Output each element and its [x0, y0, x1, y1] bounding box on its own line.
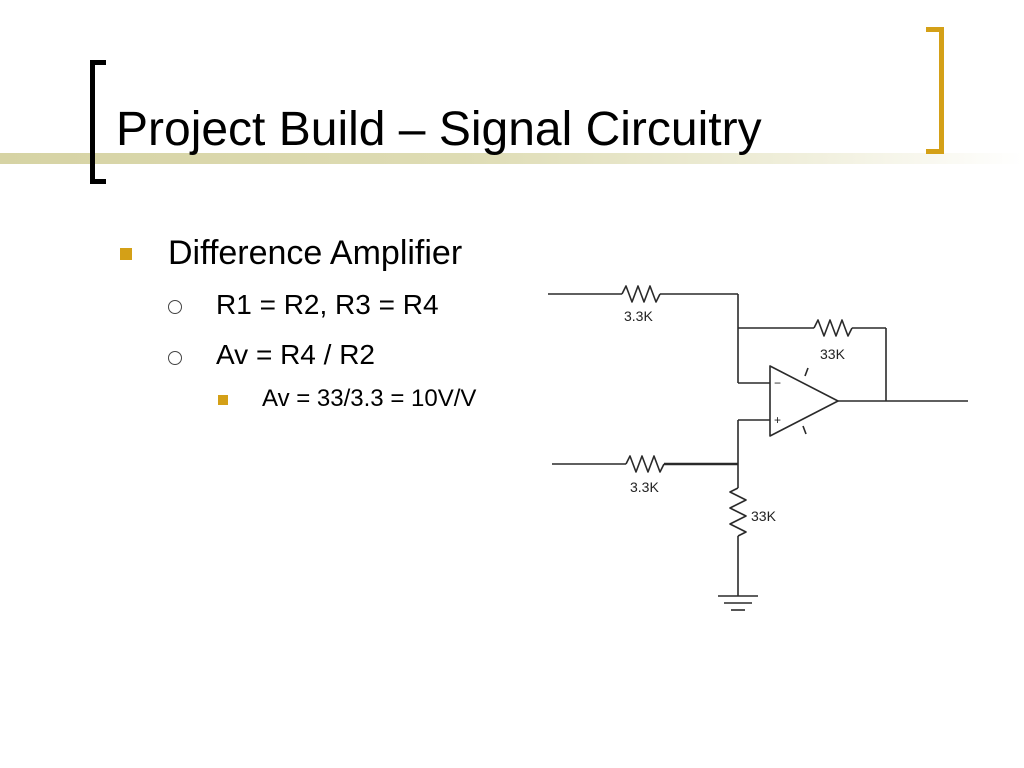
r4-feedback-resistor — [813, 319, 853, 337]
bullet-resistor-equality: R1 = R2, R3 = R4 — [216, 289, 439, 320]
plus-sign-label: + — [774, 413, 781, 427]
bullet-gain-value: Av = 33/3.3 = 10V/V — [262, 385, 477, 412]
r2-label: 3.3K — [630, 479, 659, 495]
r1-resistor — [621, 285, 661, 303]
slide-title: Project Build – Signal Circuitry — [116, 103, 762, 156]
left-bracket-decoration — [90, 60, 106, 184]
op-amp-supply-bottom — [802, 425, 807, 435]
r4-label: 33K — [820, 346, 846, 362]
r2-resistor — [625, 455, 665, 473]
r3-ground-resistor — [729, 487, 747, 537]
op-amp-symbol — [769, 365, 839, 437]
minus-sign-label: − — [774, 376, 781, 390]
right-bracket-decoration — [926, 27, 944, 154]
bullet-difference-amplifier: Difference Amplifier — [168, 234, 463, 272]
square-bullet-icon — [218, 395, 228, 405]
bullet-gain-formula: Av = R4 / R2 — [216, 339, 376, 370]
title-band — [0, 153, 1024, 164]
op-amp-supply-top — [804, 367, 809, 377]
r3-label: 33K — [751, 508, 777, 524]
square-bullet-icon — [120, 248, 132, 260]
circle-bullet-icon — [168, 351, 182, 365]
circle-bullet-icon — [168, 300, 182, 314]
r1-label: 3.3K — [624, 308, 653, 324]
